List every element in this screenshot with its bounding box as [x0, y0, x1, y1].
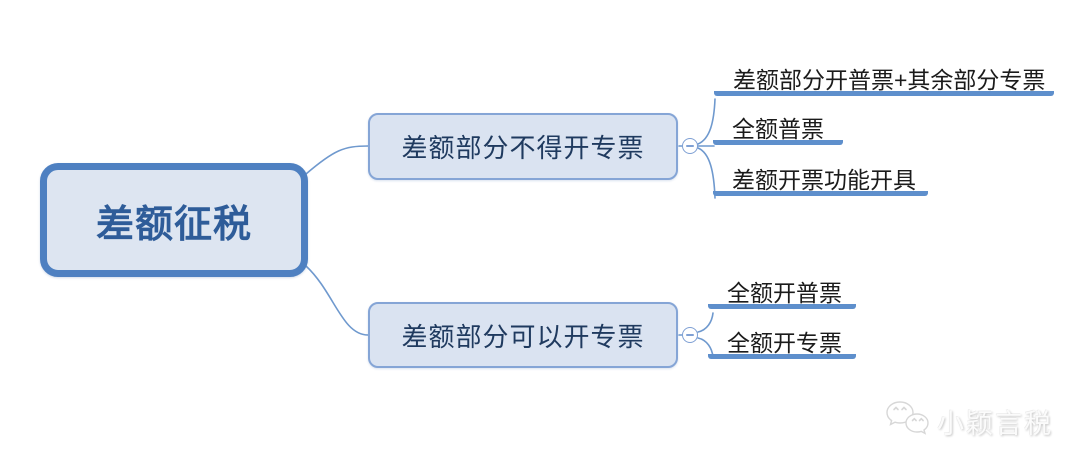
minus-icon [686, 145, 694, 147]
root-node-differential-taxation[interactable]: 差额征税 [40, 163, 308, 277]
leaf-label: 全额开普票 [727, 280, 842, 306]
branch-node-label: 差额部分可以开专票 [401, 321, 645, 352]
connector-root-branch2 [305, 265, 369, 336]
leaf-label: 全额普票 [732, 116, 824, 142]
connector-root-branch1 [305, 145, 369, 175]
leaf-node-full-amount-special[interactable]: 全额开专票 [708, 329, 856, 359]
root-node-label: 差额征税 [95, 203, 252, 246]
leaf-label: 差额开票功能开具 [732, 167, 916, 193]
leaf-node-full-general-invoice[interactable]: 全额普票 [713, 115, 843, 145]
collapse-toggle-branch1[interactable] [682, 138, 698, 154]
leaf-label: 全额开专票 [727, 330, 842, 356]
wechat-chat-bubbles-icon [886, 401, 929, 435]
leaf-label: 差额部分开普票+其余部分专票 [733, 67, 1046, 93]
minus-icon [686, 334, 694, 336]
leaf-node-full-amount-general[interactable]: 全额开普票 [708, 279, 856, 309]
watermark-text: 小颖言税 [937, 408, 1053, 439]
collapse-toggle-branch2[interactable] [682, 327, 698, 343]
watermark: 小颖言税 [884, 399, 1053, 443]
branch-node-no-special-invoice[interactable]: 差额部分不得开专票 [368, 113, 678, 180]
leaf-node-partial-general-rest-special[interactable]: 差额部分开普票+其余部分专票 [714, 66, 1054, 96]
branch-node-label: 差额部分不得开专票 [401, 133, 645, 163]
branch-node-allow-special-invoice[interactable]: 差额部分可以开专票 [368, 302, 678, 368]
leaf-node-differential-invoicing-function[interactable]: 差额开票功能开具 [713, 166, 928, 196]
